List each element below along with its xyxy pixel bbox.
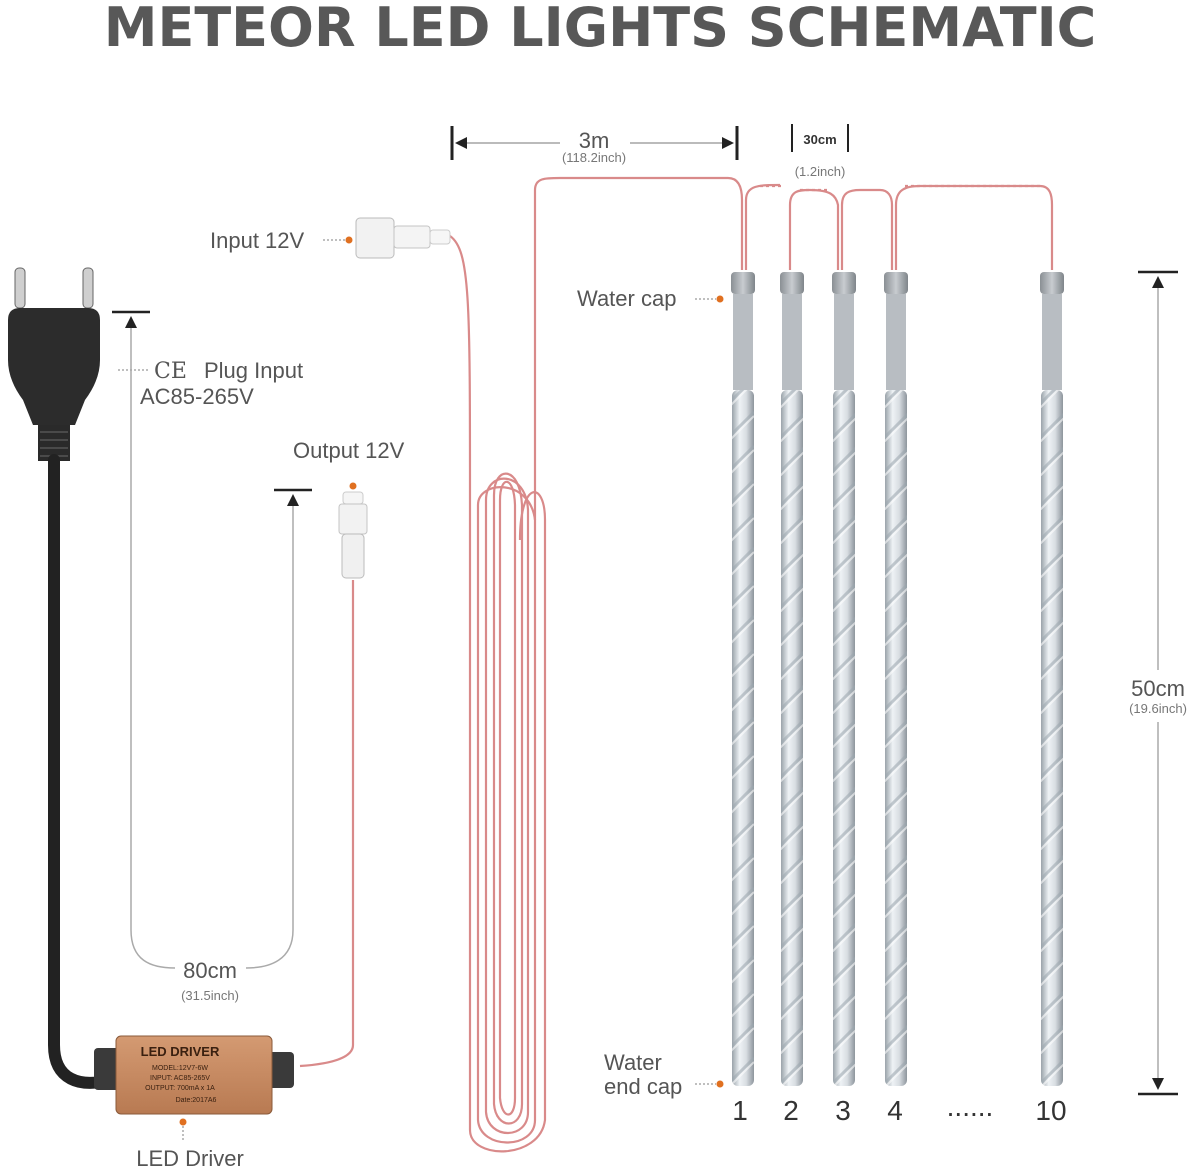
tube-ellipsis: ...... <box>947 1091 994 1122</box>
driver-box-label: LED DRIVER <box>141 1044 220 1059</box>
input-marker-dot <box>345 236 353 244</box>
output-label: Output 12V <box>293 438 405 463</box>
tube-10 <box>1040 272 1064 1086</box>
ce-mark: CE <box>154 359 187 384</box>
cable-length-label: 3m <box>579 128 610 153</box>
plug-voltage-label: AC85-265V <box>140 384 254 409</box>
spacing-label: 30cm <box>803 132 836 147</box>
tube-number: 4 <box>887 1095 903 1126</box>
spacing-dimension: 30cm (1.2inch) <box>791 124 849 179</box>
driver-box-input: INPUT: AC85-265V <box>150 1075 210 1082</box>
driver-box-output: OUTPUT: 700mA x 1A <box>145 1085 215 1092</box>
tube-3 <box>832 272 856 1086</box>
led-driver-box: LED DRIVER MODEL:12V7-6W INPUT: AC85-265… <box>94 1035 294 1115</box>
spacing-inch-label: (1.2inch) <box>795 164 846 179</box>
plug-input-label: Plug Input <box>204 358 303 383</box>
input-connector <box>355 217 451 259</box>
cable-loop-4 <box>492 472 524 1125</box>
tube-number: 1 <box>732 1095 748 1126</box>
water-end-cap-marker-dot <box>716 1080 724 1088</box>
driver-box-date: Date:2017A6 <box>176 1097 217 1104</box>
cable-loop-5 <box>498 480 517 1116</box>
water-cap-label: Water cap <box>577 286 676 311</box>
tube-4 <box>884 272 908 1086</box>
output-marker-dot <box>349 482 357 490</box>
tube-length-label: 50cm <box>1131 676 1185 701</box>
input-label: Input 12V <box>210 228 305 253</box>
driver-marker-dot <box>179 1118 187 1126</box>
diagram-title: METEOR LED LIGHTS SCHEMATIC <box>104 0 1097 59</box>
water-end-cap-label-line1: Water <box>604 1050 662 1075</box>
water-end-cap-label-line2: end cap <box>604 1074 682 1099</box>
tube-length-inch-label: (19.6inch) <box>1129 701 1187 716</box>
cable-loop-2 <box>476 486 537 1144</box>
tube-2 <box>780 272 804 1086</box>
cable-length-inch-label: (118.2inch) <box>562 150 626 165</box>
cable-length-dimension: 3m (118.2inch) <box>450 126 739 165</box>
eu-plug <box>8 267 100 461</box>
tube-length-dimension: 50cm (19.6inch) <box>1129 270 1187 1096</box>
lead-length-dimension: 80cm (31.5inch) <box>112 310 312 1003</box>
lead-length-inch-label: (31.5inch) <box>181 988 239 1003</box>
wiring <box>299 176 1054 1153</box>
feed-to-tube-1 <box>533 176 744 520</box>
plug-cord <box>48 454 116 1089</box>
tube-number: 3 <box>835 1095 851 1126</box>
tube-1 <box>731 272 755 1086</box>
water-cap-marker-dot <box>716 295 724 303</box>
tube-number: 2 <box>783 1095 799 1126</box>
cable-loop-1 <box>449 235 547 1153</box>
lead-length-label: 80cm <box>183 958 237 983</box>
driver-box-model: MODEL:12V7-6W <box>152 1065 208 1072</box>
output-connector <box>338 491 368 579</box>
led-driver-label: LED Driver <box>136 1146 244 1171</box>
tube-number: 10 <box>1035 1095 1066 1126</box>
meteor-tubes <box>731 272 1064 1086</box>
